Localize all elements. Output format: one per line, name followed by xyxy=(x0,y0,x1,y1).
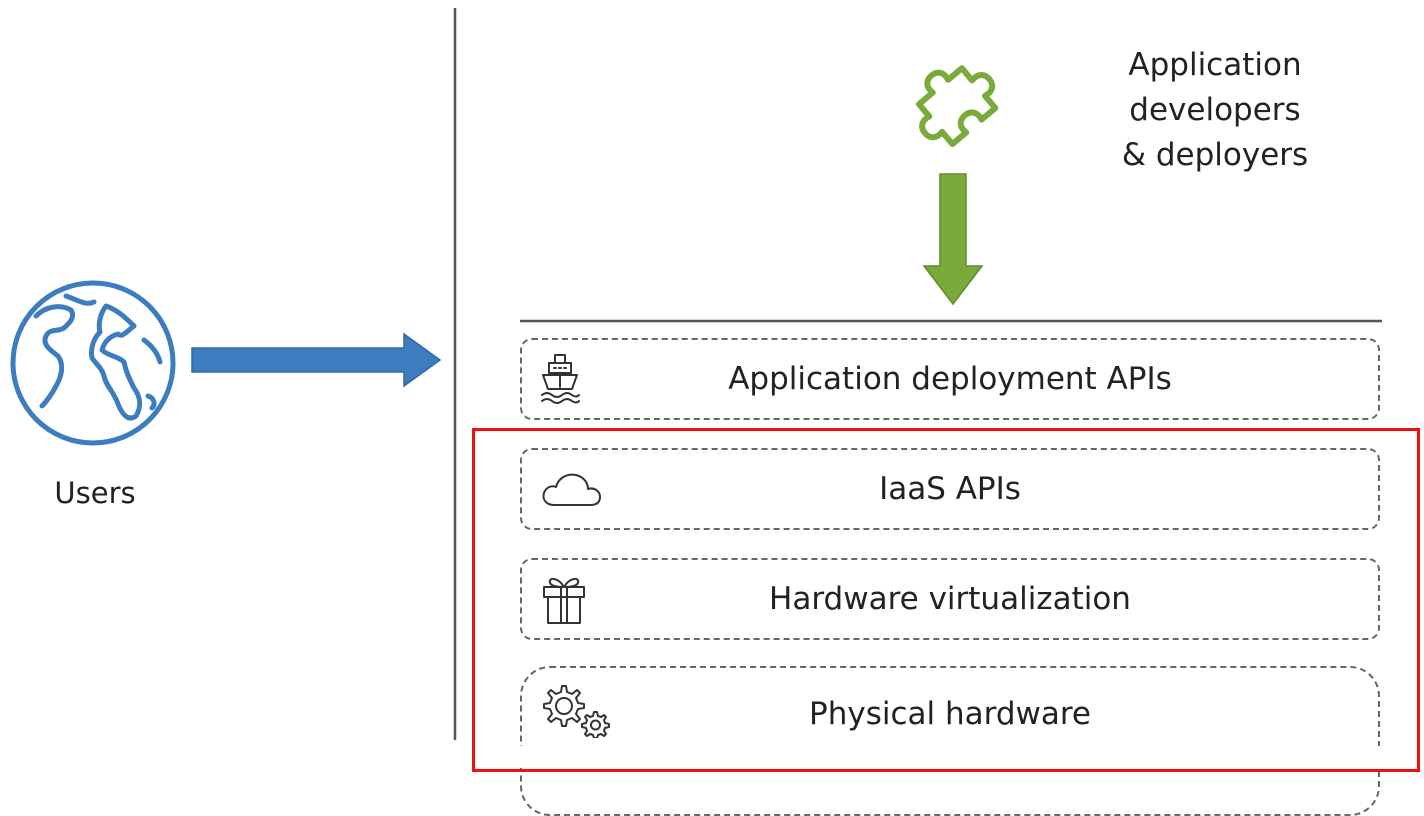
layer-iaas-apis: IaaS APIs xyxy=(520,448,1380,530)
puzzle-piece-icon xyxy=(915,65,999,148)
platform-top-line xyxy=(520,319,1382,323)
layer-application-deployment-apis: Application deployment APIs xyxy=(520,338,1380,420)
layer-label: IaaS APIs xyxy=(879,471,1021,507)
gift-box-icon xyxy=(543,577,585,624)
users-arrow xyxy=(191,332,442,388)
cloud-icon xyxy=(542,473,601,506)
layer-label: Application deployment APIs xyxy=(728,361,1172,397)
developers-arrow xyxy=(922,173,984,306)
developers-label-line-1: Application xyxy=(1128,47,1302,83)
ship-icon xyxy=(541,354,580,404)
gears-icon xyxy=(543,685,610,738)
developers-label-line-3: & deployers xyxy=(1121,137,1309,173)
globe-icon xyxy=(10,280,176,446)
developers-label: Application developers & deployers xyxy=(1100,43,1330,178)
developers-label-line-2: developers xyxy=(1129,92,1301,128)
layer-label: Physical hardware xyxy=(809,696,1091,732)
highlight-box xyxy=(472,428,1420,772)
users-label: Users xyxy=(54,476,136,510)
bottom-mask xyxy=(478,746,1416,768)
vertical-divider xyxy=(453,8,457,740)
layer-label: Hardware virtualization xyxy=(769,581,1131,617)
layer-hardware-virtualization: Hardware virtualization xyxy=(520,558,1380,640)
